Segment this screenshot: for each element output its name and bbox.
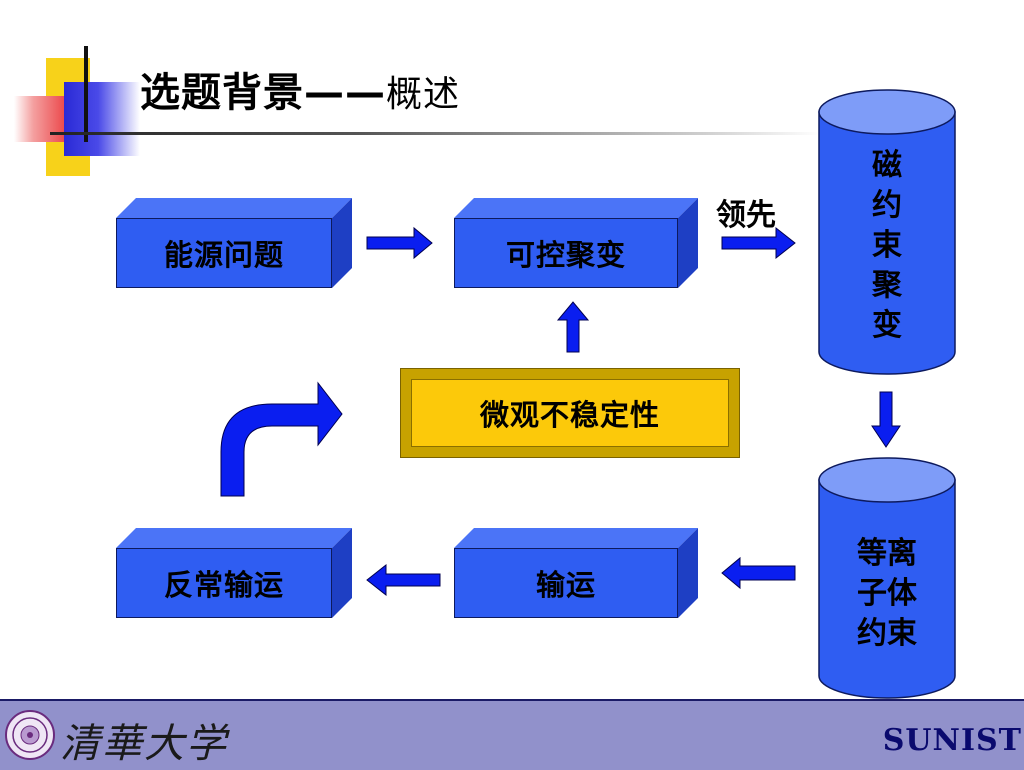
footer-bar: 清華大学 SUNIST (0, 699, 1024, 770)
project-logo-text: SUNIST (882, 723, 1022, 758)
arrow-curved-anomalous-to-micro (220, 381, 343, 497)
university-seal-icon (5, 710, 55, 760)
arrow-right-energy-to-fusion (366, 226, 433, 260)
node-energy: 能源问题 (116, 198, 352, 288)
leading-label: 领先 (716, 198, 776, 233)
cyl1-char: 约 (872, 188, 902, 223)
node-micro-instability: 微观不稳定性 (400, 368, 740, 458)
title-decoration-vertical-line (84, 46, 88, 142)
cyl1-char: 束 (872, 228, 902, 263)
title-decoration-blue (64, 82, 140, 156)
node-transport: 输运 (454, 528, 698, 618)
cyl2-line: 约束 (857, 616, 917, 651)
title-main: 选题背景—— (140, 70, 386, 116)
node-micro-label: 微观不稳定性 (411, 379, 729, 447)
node-fusion-label: 可控聚变 (454, 218, 678, 288)
cylinder-magnetic-fusion (818, 89, 956, 375)
cyl2-line: 子体 (857, 576, 917, 611)
arrow-left-plasma-to-transport (721, 556, 796, 590)
cyl1-char: 磁 (872, 148, 902, 183)
cylinder-plasma-confinement (818, 457, 956, 699)
cyl2-line: 等离 (857, 536, 917, 571)
node-anomalous-transport: 反常输运 (116, 528, 352, 618)
arrow-left-transport-to-anomalous (366, 563, 441, 597)
node-energy-label: 能源问题 (116, 218, 332, 288)
title-underline (50, 132, 820, 135)
arrow-right-fusion-to-magnetic (721, 226, 796, 260)
cylinder-plasma-label: 等离 子体 约束 (819, 534, 955, 654)
node-anomalous-label: 反常输运 (116, 548, 332, 618)
cyl1-char: 变 (872, 308, 902, 343)
cyl1-char: 聚 (872, 268, 902, 303)
cylinder-magnetic-label: 磁 约 束 聚 变 (819, 146, 955, 346)
arrow-down-magnetic-to-plasma (871, 391, 901, 448)
arrow-up-micro-to-fusion (556, 301, 590, 353)
node-transport-label: 输运 (454, 548, 678, 618)
university-name: 清華大学 (60, 721, 228, 767)
title-sub: 概述 (386, 74, 461, 115)
node-fusion: 可控聚变 (454, 198, 698, 288)
slide-title: 选题背景——概述 (140, 60, 460, 118)
